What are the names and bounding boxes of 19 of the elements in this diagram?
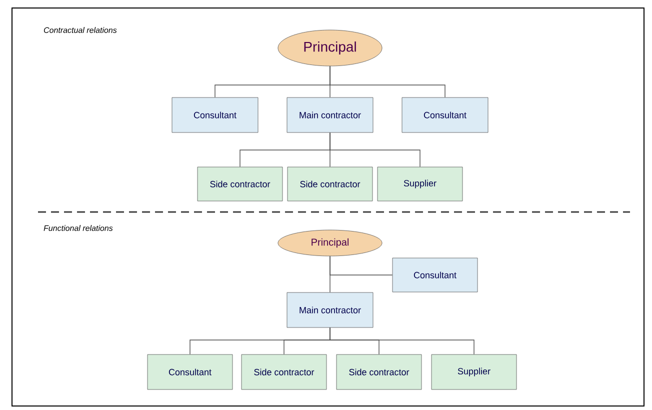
org-box: Supplier <box>431 354 517 390</box>
org-box: Consultant <box>172 97 258 133</box>
org-box: Side contractor <box>197 166 283 202</box>
org-box: Consultant <box>392 258 478 292</box>
connector <box>330 66 446 98</box>
org-box: Side contractor <box>336 354 422 390</box>
ellipse-node: Principal <box>278 30 382 66</box>
connector <box>330 327 474 355</box>
org-box: Main contractor <box>286 292 374 328</box>
connector <box>330 132 420 168</box>
ellipse-node: Principal <box>278 230 382 256</box>
section-heading: Contractual relations <box>44 27 117 33</box>
section-heading: Functional relations <box>44 225 113 231</box>
org-box: Side contractor <box>287 166 373 202</box>
org-box: Consultant <box>402 97 488 133</box>
org-box: Side contractor <box>241 354 327 390</box>
org-box: Consultant <box>147 354 233 390</box>
org-box: Main contractor <box>286 97 374 133</box>
org-box: Supplier <box>377 166 463 202</box>
